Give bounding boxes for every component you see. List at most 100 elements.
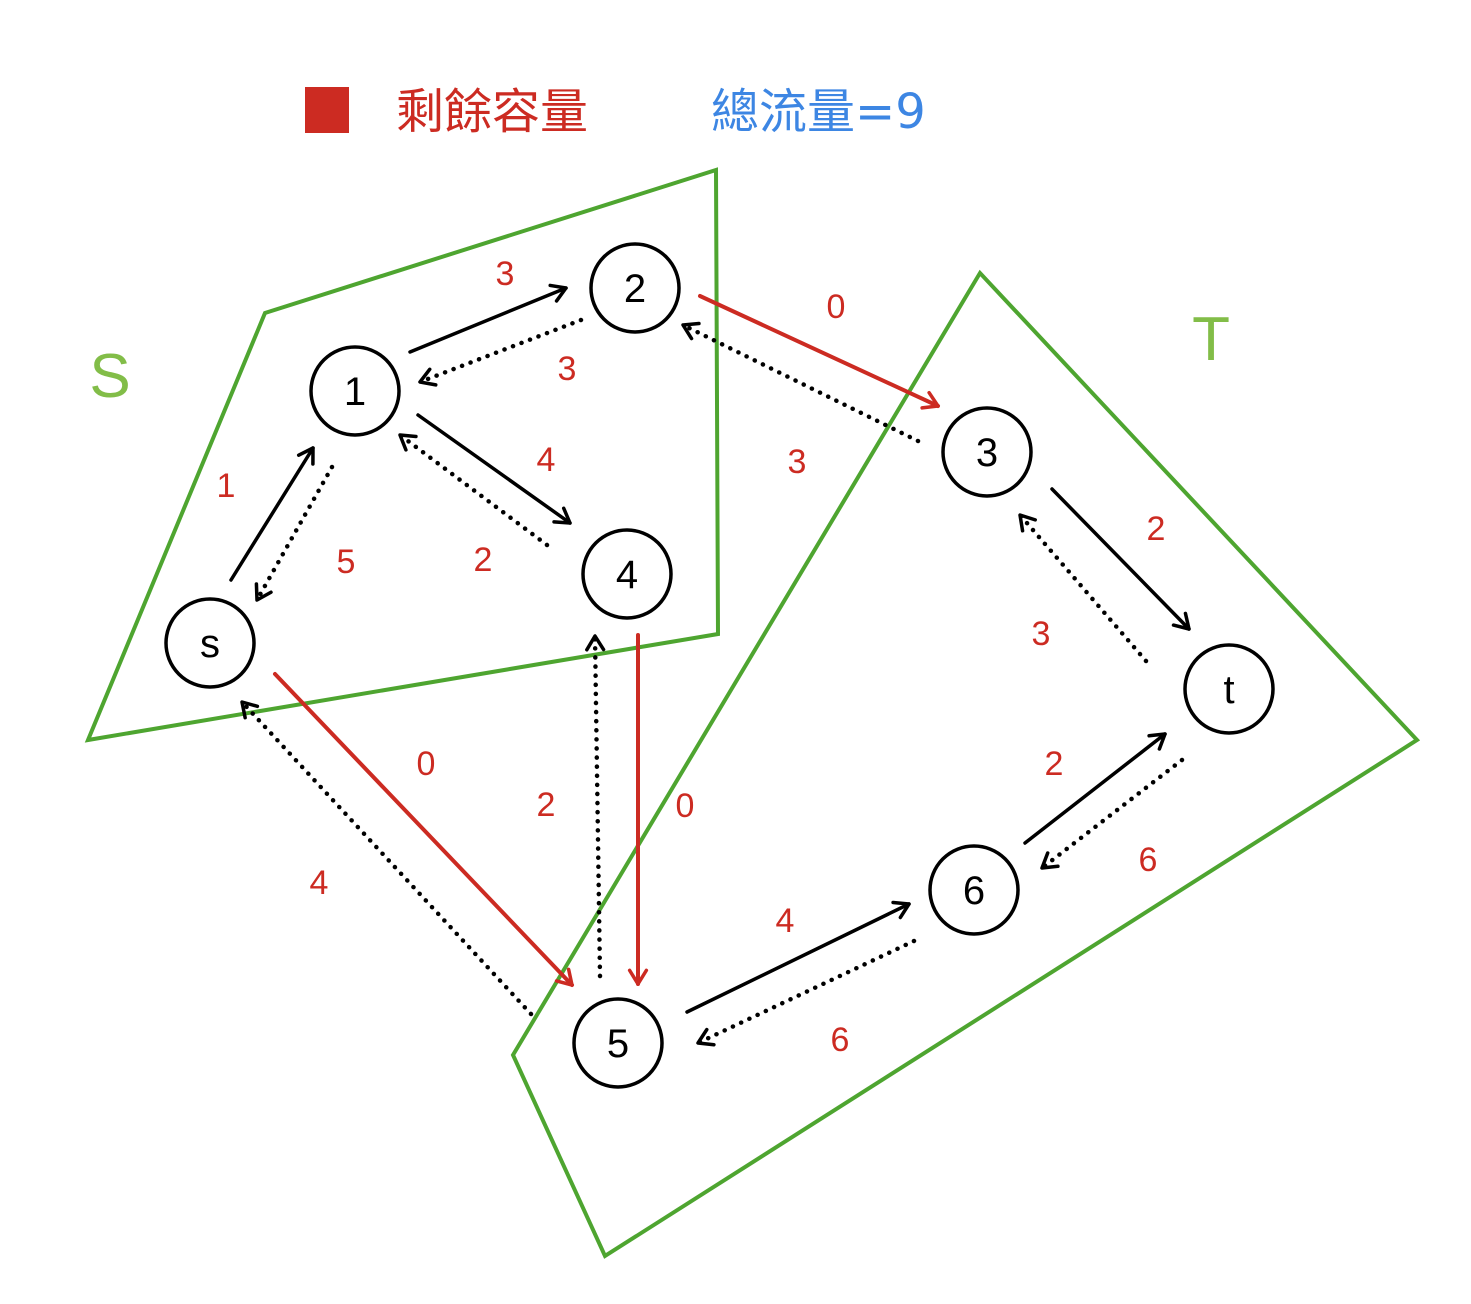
capacity-label: 2: [474, 541, 493, 579]
edge-line: [416, 413, 572, 525]
arrowhead: [554, 967, 574, 987]
arrowhead: [1040, 851, 1060, 870]
partition-t-outline: [510, 269, 1421, 1259]
node-3: 3: [941, 406, 1033, 498]
edge-6-t: [1023, 732, 1167, 845]
node-5: 5: [572, 997, 664, 1089]
node-label: 4: [616, 553, 638, 597]
legend-label: 剩餘容量: [396, 84, 589, 140]
arrowhead: [398, 433, 418, 452]
edge-5-6: [685, 900, 911, 1014]
capacity-label: 2: [1147, 510, 1166, 548]
node-1: 1: [309, 345, 401, 437]
node-circle: [309, 345, 401, 437]
node-label: 5: [607, 1022, 629, 1066]
node-circle: [928, 844, 1020, 936]
node-circle: [572, 997, 664, 1089]
capacity-label: 6: [831, 1021, 850, 1059]
arrowhead: [585, 634, 606, 652]
arrowhead: [1018, 513, 1037, 533]
arrowhead: [254, 582, 273, 602]
edge-line: [1039, 757, 1185, 871]
edge-1-4: [416, 413, 572, 525]
node-circle: [941, 406, 1033, 498]
node-label: s: [200, 622, 220, 666]
arrowhead: [296, 446, 315, 466]
edge-5-s: [239, 699, 534, 1017]
capacity-label: 1: [217, 467, 236, 505]
arrowhead: [891, 900, 911, 920]
edge-2-1: [417, 317, 584, 387]
arrowhead: [418, 367, 438, 387]
arrowhead: [627, 968, 649, 986]
capacity-label: 2: [537, 786, 556, 824]
node-6: 6: [928, 844, 1020, 936]
capacity-label: 4: [310, 864, 329, 902]
capacity-label: 3: [788, 443, 807, 481]
capacity-label: 0: [827, 288, 846, 326]
arrowhead: [548, 283, 568, 303]
total-flow-label: 總流量=9: [711, 84, 926, 140]
arrowhead: [552, 506, 572, 525]
node-label: 1: [344, 370, 366, 414]
edge-line: [417, 317, 584, 385]
partition-t-label: T: [1192, 305, 1230, 374]
capacity-label: 0: [417, 745, 436, 783]
capacity-label: 3: [558, 350, 577, 388]
edge-t-6: [1039, 757, 1185, 871]
capacity-label: 4: [776, 902, 795, 940]
node-t: t: [1183, 643, 1275, 735]
edge-line: [273, 672, 574, 987]
edge-3-t: [1050, 487, 1191, 631]
arrowhead: [1171, 611, 1191, 631]
edge-line: [254, 464, 335, 603]
edge-s-5: [273, 672, 574, 987]
edge-line: [592, 633, 603, 979]
edge-s-1: [229, 446, 315, 582]
edge-4-1: [397, 432, 550, 548]
capacity-label: 6: [1139, 841, 1158, 879]
arrowhead: [1147, 732, 1167, 751]
edge-line: [1050, 487, 1191, 631]
node-label: t: [1223, 668, 1234, 712]
node-label: 2: [624, 267, 646, 311]
capacity-label: 3: [1032, 615, 1051, 653]
labels-layer: S T 1 5 3 3 4 2 0 3 0 4 0 2 2 3 4 6 2 6: [89, 255, 1230, 1059]
capacity-label: 3: [496, 255, 515, 293]
node-label: 3: [976, 431, 998, 475]
capacity-label: 5: [337, 543, 356, 581]
legend-swatch: [305, 87, 349, 133]
edge-t-3: [1017, 512, 1149, 664]
node-circle: [581, 528, 673, 620]
edge-4-5: [627, 633, 649, 986]
edge-line: [239, 699, 534, 1017]
nodes-layer: s 1 2 3 4 5 6 t: [164, 242, 1275, 1089]
arrowhead: [681, 321, 701, 341]
arrowhead: [240, 700, 260, 720]
node-circle: [1183, 643, 1275, 735]
arrowhead: [696, 1027, 716, 1047]
partitions-layer: [84, 167, 1421, 1259]
node-4: 4: [581, 528, 673, 620]
edge-line: [685, 902, 911, 1014]
edge-line: [1023, 732, 1167, 845]
edge-1-2: [408, 283, 568, 354]
edge-1-s: [254, 464, 335, 603]
edges-layer: [229, 283, 1191, 1047]
partition-s-label: S: [89, 342, 130, 411]
edge-line: [695, 938, 917, 1046]
capacity-label: 2: [1045, 745, 1064, 783]
edge-line: [680, 322, 921, 444]
node-s: s: [164, 597, 256, 689]
edge-5-4: [585, 633, 606, 979]
edge-line: [229, 446, 315, 582]
edge-3-2: [680, 321, 921, 444]
capacity-label: 0: [676, 787, 695, 825]
capacity-label: 4: [537, 441, 556, 479]
edge-line: [397, 432, 550, 548]
edge-2-3: [698, 294, 940, 410]
partition-s-outline: [84, 167, 721, 743]
edge-line: [408, 286, 568, 354]
node-2: 2: [589, 242, 681, 334]
